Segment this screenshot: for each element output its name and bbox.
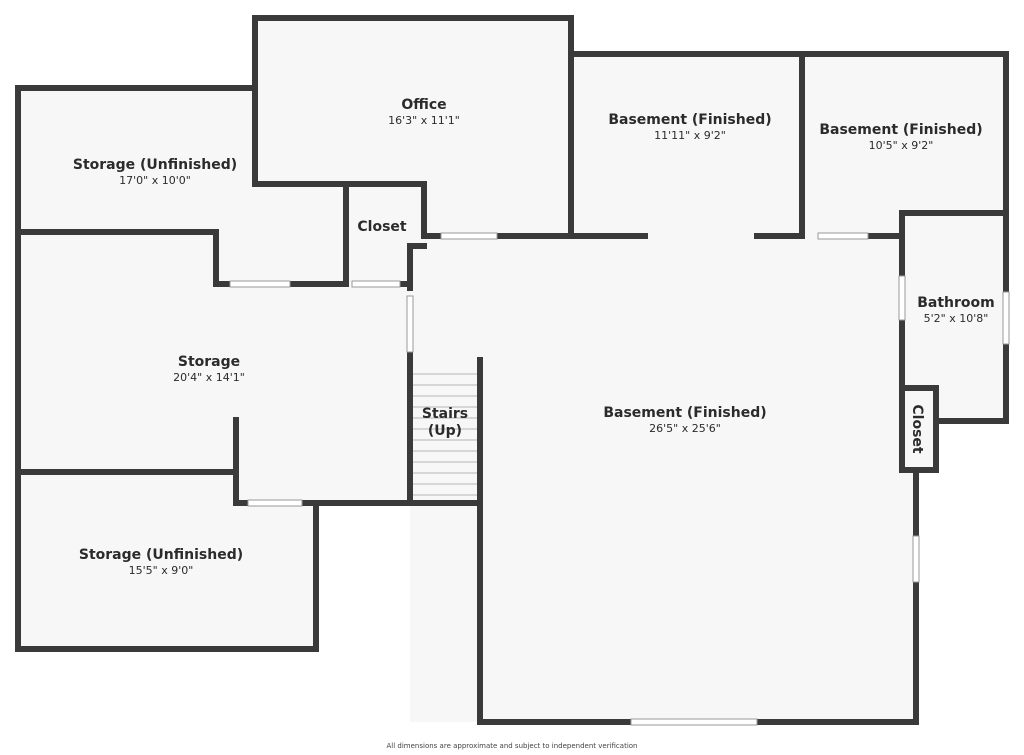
storage-top-door-opening <box>229 280 291 288</box>
storage-top-outer-wall <box>15 85 319 652</box>
room-dimensions: 20'4" x 14'1" <box>173 371 245 384</box>
main-basement-floor <box>410 236 916 722</box>
storage-unfinished-bottom-label: Storage (Unfinished) 15'5" x 9'0" <box>79 547 243 578</box>
basement-top-wall <box>568 51 1009 424</box>
storage-unfinished-top-label: Storage (Unfinished) 17'0" x 10'0" <box>73 157 237 188</box>
bathroom-door-opening <box>898 275 906 321</box>
office-door-opening <box>440 232 498 240</box>
room-name: Basement (Finished) <box>608 112 772 128</box>
room-name: Storage (Unfinished) <box>78 547 244 563</box>
closet-right-wall <box>899 385 939 473</box>
closet-center-label: Closet <box>357 219 406 236</box>
closet-center-door-opening <box>351 280 401 288</box>
room-dimensions: 17'0" x 10'0" <box>119 174 191 187</box>
main-basement-bottom-opening <box>630 718 758 726</box>
basement-finished-a-label: Basement (Finished) 11'11" x 9'2" <box>608 112 771 143</box>
room-dimensions: 5'2" x 10'8" <box>923 312 989 325</box>
stairs-line-1: Stairs <box>421 406 469 422</box>
office-label: Office 16'3" x 11'1" <box>388 97 460 128</box>
stairs-label: Stairs (Up) <box>422 406 468 440</box>
room-name: Bathroom <box>917 295 995 311</box>
room-dimensions: 16'3" x 11'1" <box>388 114 460 127</box>
openings <box>229 232 1010 726</box>
room-name: Basement (Finished) <box>603 405 767 421</box>
basement-finished-a-floor <box>571 54 802 236</box>
room-name: Office <box>401 97 447 113</box>
bathroom-window <box>1002 291 1010 345</box>
basement-finished-main-label: Basement (Finished) 26'5" x 25'6" <box>603 405 766 436</box>
office-wall <box>252 15 574 239</box>
basement-b-door-opening <box>817 232 869 240</box>
stair-treads <box>413 373 477 496</box>
walls <box>15 15 1009 725</box>
room-name: Closet <box>357 219 407 235</box>
basement-finished-b-label: Basement (Finished) 10'5" x 9'2" <box>819 122 982 153</box>
room-name: Basement (Finished) <box>819 122 983 138</box>
main-basement-right-lower-wall <box>754 579 919 725</box>
main-basement-window <box>912 535 920 583</box>
room-dimensions: 15'5" x 9'0" <box>128 564 194 577</box>
closet-center-right-wall <box>407 243 427 291</box>
closet-center-wall <box>252 181 427 239</box>
stairs-line-2: (Up) <box>427 423 463 439</box>
room-name: Storage (Unfinished) <box>72 157 238 173</box>
floor-fills <box>18 18 1006 722</box>
bathroom-label: Bathroom 5'2" x 10'8" <box>917 295 995 326</box>
bathroom-wall <box>899 210 1009 279</box>
basement-finished-b-floor <box>802 54 1006 236</box>
storage-side-opening <box>406 295 414 353</box>
storage-label: Storage 20'4" x 14'1" <box>173 354 245 385</box>
disclaimer-text: All dimensions are approximate and subje… <box>386 742 638 750</box>
storage-top-inner-wall <box>15 229 233 287</box>
room-dimensions: 11'11" x 9'2" <box>654 129 726 142</box>
closet-right-floor <box>902 388 936 470</box>
room-name: Storage <box>177 354 241 370</box>
closet-right-label: Closet <box>909 404 925 454</box>
room-dimensions: 26'5" x 25'6" <box>649 422 721 435</box>
room-dimensions: 10'5" x 9'2" <box>868 139 934 152</box>
storage-stub-wall <box>233 417 251 506</box>
storage-door-opening <box>247 499 303 507</box>
main-basement-bottom-left-wall <box>477 500 634 725</box>
